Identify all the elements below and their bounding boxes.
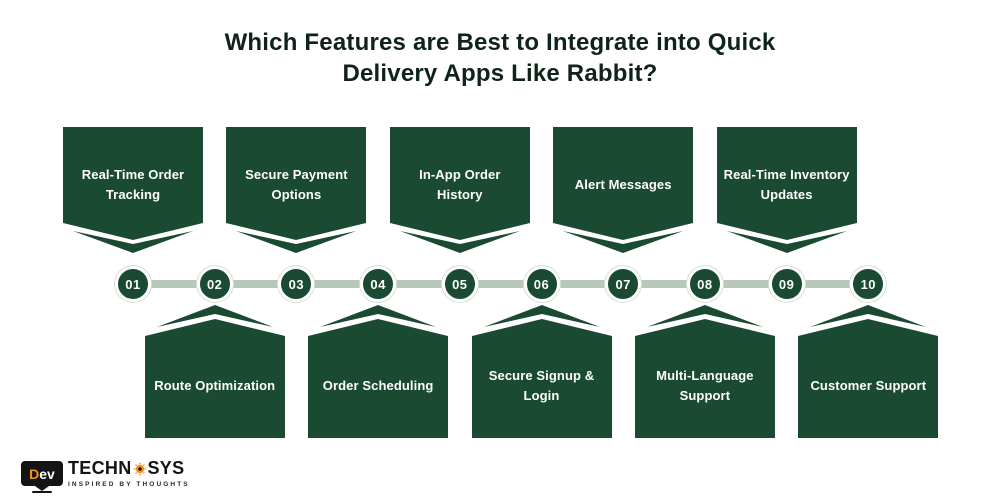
node-number: 10 xyxy=(860,276,877,292)
monitor-icon: Dev xyxy=(21,461,63,486)
feature-label: Real-Time Inventory Updates xyxy=(723,167,850,202)
timeline-node-06: 06 xyxy=(523,266,560,302)
node-number: 08 xyxy=(697,276,713,292)
timeline-node-04: 04 xyxy=(360,266,397,302)
timeline-track xyxy=(133,280,868,288)
node-number: 04 xyxy=(370,276,386,292)
logo-dev-text: Dev xyxy=(29,465,55,482)
timeline-node-03: 03 xyxy=(278,266,315,302)
feature-label: Real-Time Order Tracking xyxy=(81,167,185,202)
feature-banner-09: Real-Time Inventory Updates xyxy=(716,127,857,258)
feature-label: Secure Signup & Login xyxy=(488,368,595,403)
feature-label: Secure Payment Options xyxy=(245,167,348,202)
node-number: 03 xyxy=(288,276,305,292)
feature-label: Route Optimization xyxy=(154,377,276,393)
banner-ribbon-shape xyxy=(716,127,857,253)
feature-banner-07: Alert Messages xyxy=(553,127,694,258)
banner-ribbon-shape xyxy=(471,305,612,438)
page-title: Which Features are Best to Integrate int… xyxy=(0,27,1000,89)
node-number: 09 xyxy=(778,276,795,292)
feature-label: Order Scheduling xyxy=(322,377,434,393)
timeline-node-10: 10 xyxy=(850,266,887,302)
node-number: 02 xyxy=(206,276,223,292)
timeline-node-08: 08 xyxy=(686,266,723,302)
banner-ribbon-shape xyxy=(308,305,449,438)
title-line-1: Which Features are Best to Integrate int… xyxy=(224,29,776,56)
feature-banner-10: Customer Support xyxy=(798,303,939,438)
feature-banner-05: In-App Order History xyxy=(389,127,530,258)
node-number: 06 xyxy=(533,276,550,292)
timeline-node-01: 01 xyxy=(115,266,151,302)
feature-banner-02: Route Optimization xyxy=(144,303,285,438)
timeline-node-05: 05 xyxy=(441,266,478,302)
node-number: 05 xyxy=(452,276,468,292)
feature-label: In-App Order History xyxy=(419,167,501,202)
logo-brand-left: TECHN xyxy=(68,458,132,478)
title-line-2: Delivery Apps Like Rabbit? xyxy=(342,60,658,87)
node-number: 01 xyxy=(125,276,141,292)
banner-ribbon-shape xyxy=(63,127,203,253)
banner-ribbon-shape xyxy=(553,127,694,253)
banner-ribbon-shape xyxy=(798,305,939,438)
feature-banner-04: Order Scheduling xyxy=(308,303,449,438)
logo-brand-right: SYS xyxy=(147,458,185,478)
banner-ribbon-shape xyxy=(144,305,285,438)
feature-label: Multi-Language Support xyxy=(656,368,754,403)
timeline-node-02: 02 xyxy=(196,266,233,302)
feature-label: Alert Messages xyxy=(574,176,672,192)
node-number: 07 xyxy=(615,276,631,292)
timeline-node-09: 09 xyxy=(768,266,805,302)
logo-tagline: INSPIRED BY THOUGHTS xyxy=(68,480,190,488)
feature-banner-03: Secure Payment Options xyxy=(226,127,367,258)
feature-label: Customer Support xyxy=(810,377,927,393)
logo-brand: TECHN SYS INSPIRED BY THOUGHTS xyxy=(68,458,190,488)
feature-banner-06: Secure Signup & Login xyxy=(471,303,612,438)
feature-banner-08: Multi-Language Support xyxy=(634,303,775,438)
devtechnosys-logo: Dev TECHN SYS INSPIRED BY THOUGHTS xyxy=(21,458,190,488)
banner-ribbon-shape xyxy=(634,305,775,438)
feature-banner-01: Real-Time Order Tracking xyxy=(63,127,203,258)
banner-ribbon-shape xyxy=(226,127,367,253)
banner-ribbon-shape xyxy=(389,127,530,253)
timeline-node-07: 07 xyxy=(605,266,642,302)
logo-brand-row: TECHN SYS xyxy=(68,458,190,479)
gear-icon xyxy=(132,462,147,476)
